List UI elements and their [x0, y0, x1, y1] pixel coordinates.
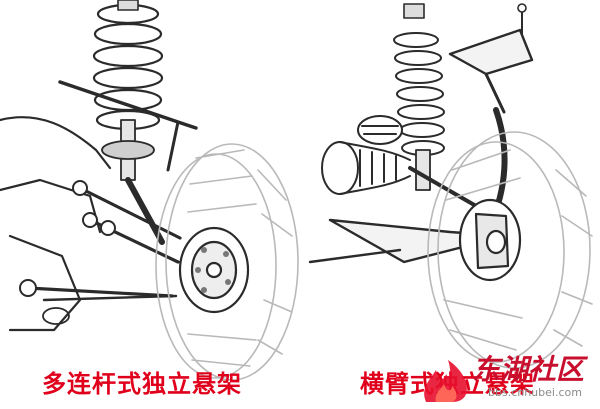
- coil-spring: [92, 3, 164, 131]
- site-watermark: 东湖社区 bbs.cnhubei.com: [418, 352, 598, 404]
- wishbone-suspension-illustration: 横臂式独立悬架: [300, 0, 600, 409]
- drive-shaft: [321, 115, 492, 216]
- wheel-hub: [178, 226, 250, 314]
- wishbone-drawing: [308, 3, 593, 369]
- flame-logo-icon: [424, 360, 467, 402]
- tire: [155, 143, 299, 381]
- multi-link-caption: 多连杆式独立悬架: [42, 370, 242, 398]
- watermark-name: 东湖社区: [472, 353, 585, 386]
- coil-spring: [393, 32, 445, 156]
- watermark-url: bbs.cnhubei.com: [488, 386, 582, 399]
- wheel-hub: [458, 198, 522, 282]
- multi-link-drawing: [0, 0, 299, 381]
- tire: [427, 131, 593, 369]
- multi-link-suspension-illustration: 多连杆式独立悬架: [0, 0, 299, 398]
